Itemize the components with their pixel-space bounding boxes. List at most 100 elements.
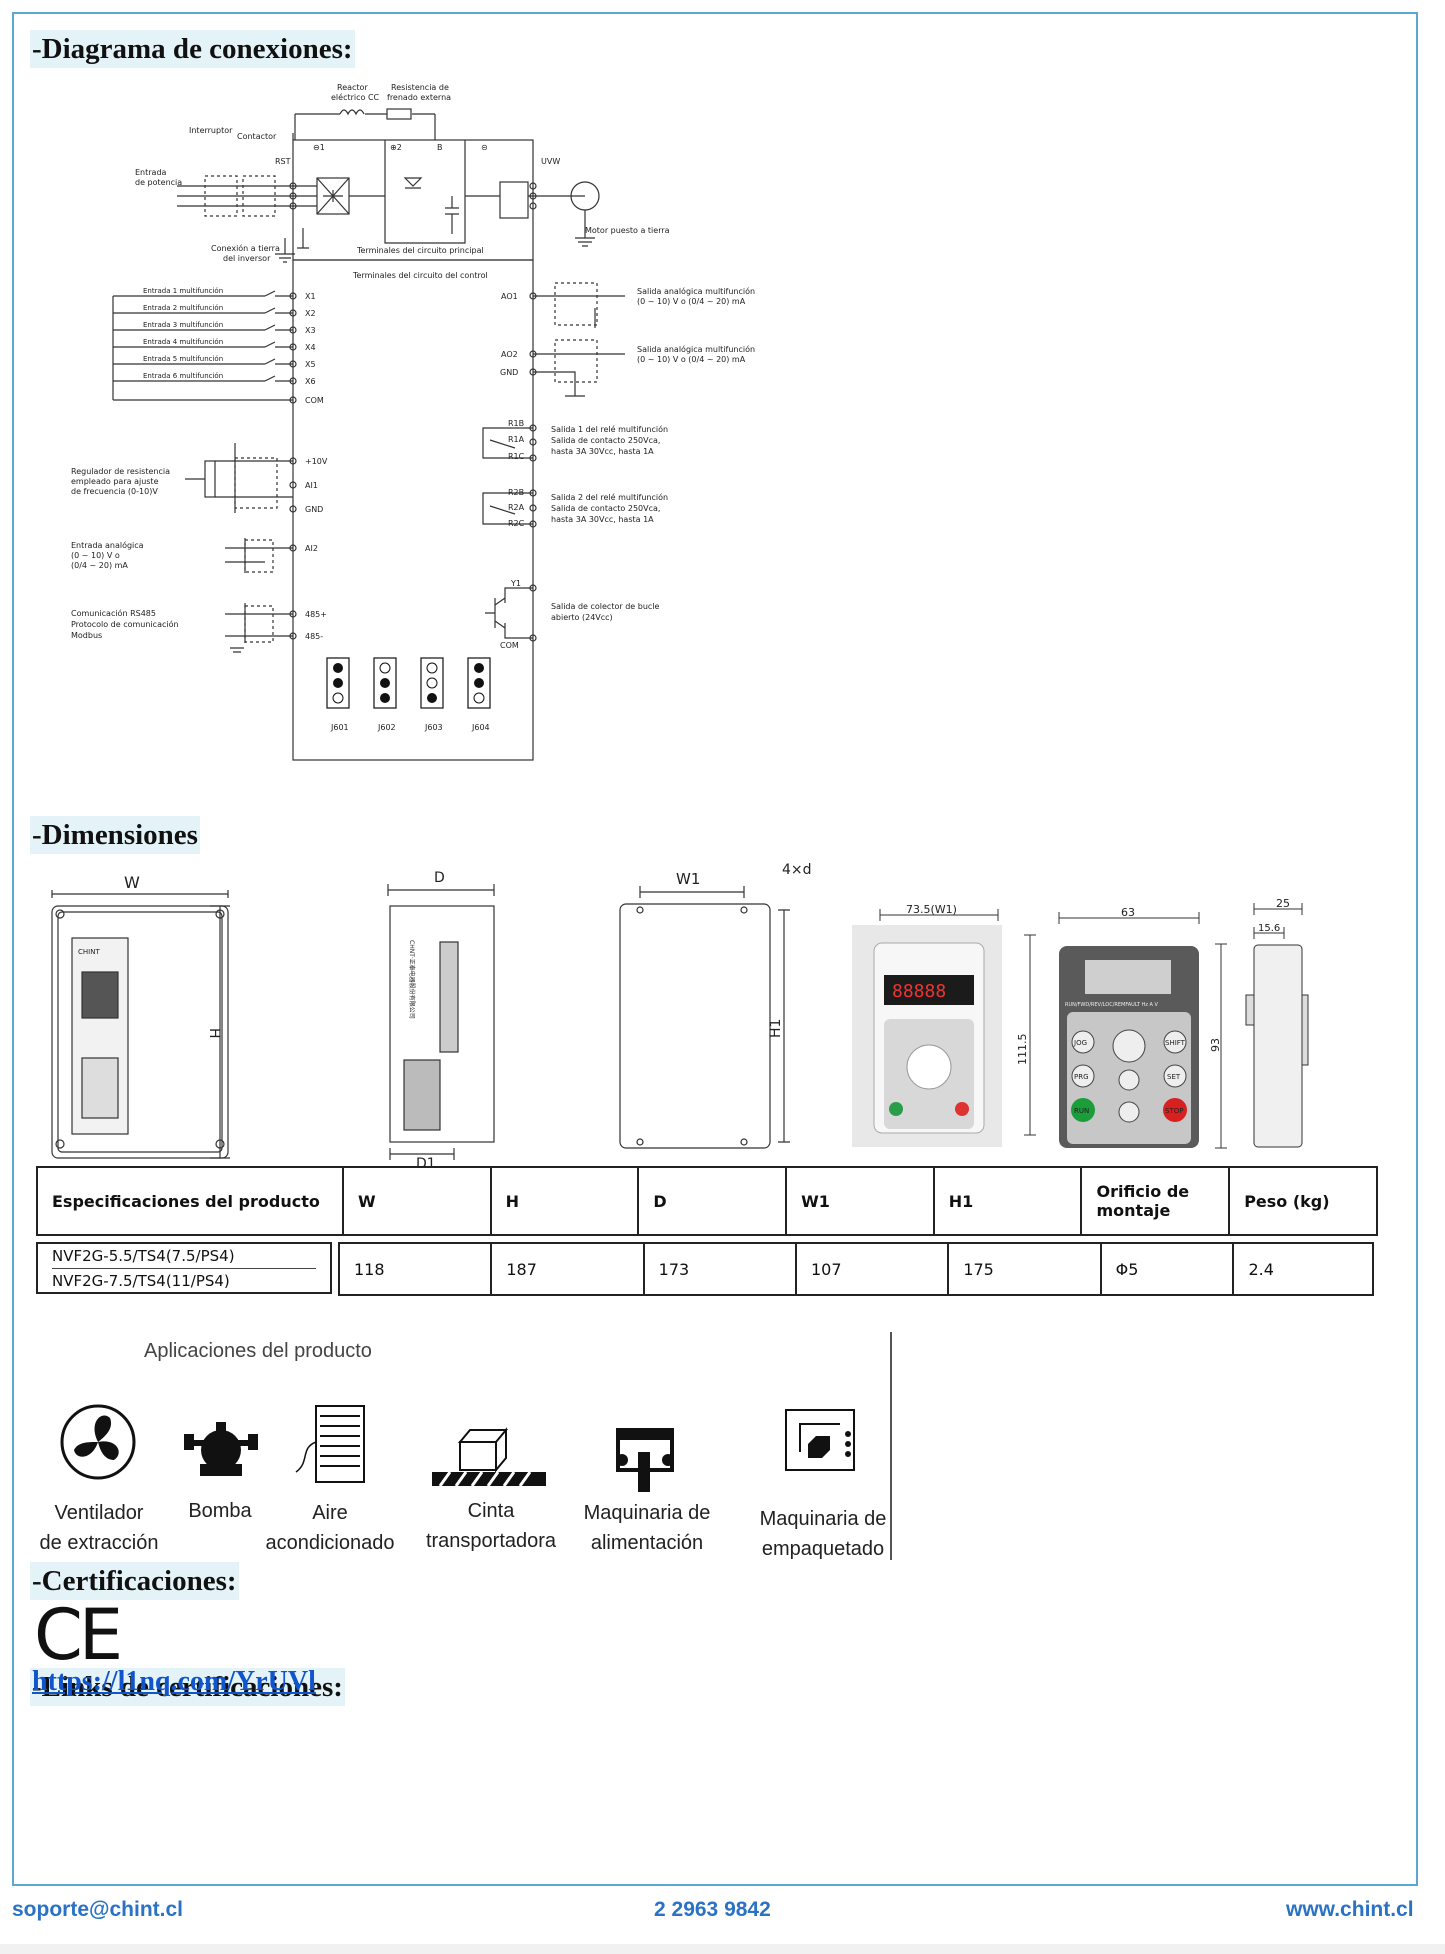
relay1-desc-3: hasta 3A 30Vcc, hasta 1A (551, 447, 654, 456)
main-terminals-label: Terminales del circuito principal (356, 246, 484, 255)
input-label-4: Entrada 4 multifunción (143, 338, 223, 346)
app-label-conveyor: Cinta transportadora (416, 1496, 566, 1556)
terminal-ao1: AO1 (501, 292, 518, 301)
app-label-pump: Bomba (170, 1496, 270, 1526)
terminal-x4: X4 (305, 343, 316, 352)
spec-value-w1: 107 (794, 1242, 950, 1296)
jumper-j604: J604 (471, 723, 490, 732)
relay1-desc-2: Salida de contacto 250Vca, (551, 436, 660, 445)
footer-email[interactable]: soporte@chint.cl (12, 1898, 183, 1921)
keypad-display: 88888 (892, 981, 946, 1002)
connection-diagram: Reactor eléctrico CC Resistencia de fren… (71, 83, 755, 761)
terminal-ai2: AI2 (305, 544, 318, 553)
app-label-food: Maquinaria de alimentación (572, 1498, 722, 1558)
dim-d-label: D (434, 870, 445, 886)
ground-label-1: Conexión a tierra (211, 243, 280, 253)
front-brand-label: CHINT (78, 948, 100, 956)
switch-label: Interruptor (189, 126, 233, 135)
app-label-fan-line2: de extracción (39, 1532, 159, 1554)
app-label-food-line2: alimentación (590, 1532, 704, 1554)
reactor-label-1: Reactor (337, 83, 368, 92)
spec-header-w1: W1 (785, 1166, 935, 1236)
spec-model-1: NVF2G-5.5/TS4(7.5/PS4) (52, 1244, 316, 1269)
footer-phone[interactable]: 2 2963 9842 (654, 1898, 771, 1921)
spec-table-values: 118 187 173 107 175 Φ5 2.4 (337, 1242, 1374, 1296)
keypad-front-drawing: JOG SHIFT PRG SET RUN STOP RUN/FWD/REV/L… (1058, 906, 1227, 1149)
spec-value-h: 187 (490, 1242, 645, 1296)
section-title-links: -Links de certificaciones: (30, 1668, 345, 1706)
terminal-x5: X5 (305, 360, 316, 369)
terminal-ai1: AI1 (305, 481, 318, 490)
certification-link[interactable]: https://l1nq.com/YrUVl (32, 1666, 316, 1697)
terminal-r1b: R1B (508, 419, 524, 428)
ao1-desc-1: Salida analógica multifunción (637, 286, 755, 296)
app-label-food-line1: Maquinaria de (583, 1502, 711, 1524)
rs485-desc-3: Modbus (71, 631, 102, 640)
section-title-certifications: -Certificaciones: (30, 1562, 239, 1600)
app-label-fan-line1: Ventilador (54, 1502, 144, 1524)
terminal-gnd-left: GND (305, 505, 323, 514)
terminal-gnd-right: GND (500, 368, 518, 377)
contactor-label: Contactor (237, 132, 277, 141)
keypad-set-label: SET (1167, 1073, 1181, 1081)
analog-input-desc-1: Entrada analógica (71, 540, 144, 550)
collector-desc-2: abierto (24Vcc) (551, 613, 613, 622)
terminal-r2b: R2B (508, 488, 524, 497)
analog-input-desc-2: (0 ~ 10) V o (71, 551, 120, 560)
rs485-desc-1: Comunicación RS485 (71, 608, 156, 618)
keypad-jog-label: JOG (1073, 1039, 1087, 1047)
app-label-packaging-line1: Maquinaria de (759, 1508, 887, 1530)
relay2-desc-2: Salida de contacto 250Vca, (551, 504, 660, 513)
keypad-stop-label: STOP (1165, 1107, 1183, 1115)
regulator-desc-2: empleado para ajuste (71, 477, 159, 486)
side-view-drawing: D D1 CHNT·正泰电器股份有限公司 (387, 870, 495, 1170)
terminal-r2a: R2A (508, 503, 525, 512)
power-input-label-1: Entrada (135, 168, 167, 177)
resistor-label-2: frenado externa (387, 93, 451, 102)
keypad-front-height: 93 (1209, 1038, 1222, 1052)
app-label-conveyor-line2: transportadora (425, 1530, 557, 1552)
pump-icon (184, 1422, 258, 1476)
page-frame (12, 12, 1418, 1886)
ground-label-2: del inversor (223, 254, 271, 263)
dim-h1-label: H1 (768, 1019, 784, 1038)
footer-website[interactable]: www.chint.cl (1286, 1898, 1414, 1921)
keypad-prg-label: PRG (1074, 1073, 1089, 1081)
fan-icon (60, 1404, 136, 1480)
bus-label-1: ⊖1 (313, 143, 325, 152)
bottom-bar (0, 1944, 1445, 1954)
app-label-pump-line1: Bomba (188, 1500, 252, 1522)
power-input-label-2: de potencia (135, 178, 182, 187)
terminal-x6: X6 (305, 377, 316, 386)
section-title-dimensions: -Dimensiones (30, 816, 200, 854)
input-label-6: Entrada 6 multifunción (143, 372, 223, 380)
conveyor-icon (432, 1427, 546, 1487)
spec-header-h: H (489, 1166, 640, 1236)
bus-label-4: ⊝ (481, 143, 488, 152)
spec-value-h1: 175 (947, 1242, 1102, 1296)
app-label-ac-line1: Aire (312, 1502, 348, 1524)
spec-header-weight: Peso (kg) (1228, 1166, 1378, 1236)
app-label-ac: Aire acondicionado (258, 1498, 402, 1558)
uvw-label: UVW (541, 157, 560, 166)
regulator-desc-3: de frecuencia (0-10)V (71, 487, 158, 496)
control-terminals-label: Terminales del circuito del control (352, 271, 488, 280)
jumper-j603: J603 (424, 723, 443, 732)
rs485-desc-2: Protocolo de comunicación (71, 619, 179, 629)
input-label-5: Entrada 5 multifunción (143, 355, 223, 363)
keypad-front-width: 63 (1121, 906, 1135, 919)
spec-table-header: Especificaciones del producto W H D W1 H… (36, 1166, 1378, 1236)
keypad-height-label: 111.5 (1016, 1034, 1029, 1066)
relay2-desc-1: Salida 2 del relé multifunción (551, 492, 668, 502)
keypad-side-drawing: 25 15.6 (1245, 897, 1309, 1148)
spec-header-d: D (637, 1166, 788, 1236)
spec-value-weight: 2.4 (1232, 1242, 1374, 1296)
spec-value-w: 118 (337, 1242, 493, 1296)
analog-input-desc-3: (0/4 ~ 20) mA (71, 561, 128, 570)
section-title-diagram: -Diagrama de conexiones: (30, 30, 355, 68)
spec-header-h1: H1 (932, 1166, 1083, 1236)
terminal-485-plus: 485+ (305, 610, 327, 619)
side-brand-label: CHNT·正泰电器股份有限公司 (408, 940, 416, 1019)
terminal-y1: Y1 (510, 579, 521, 588)
regulator-desc-1: Regulador de resistencia (71, 467, 170, 476)
